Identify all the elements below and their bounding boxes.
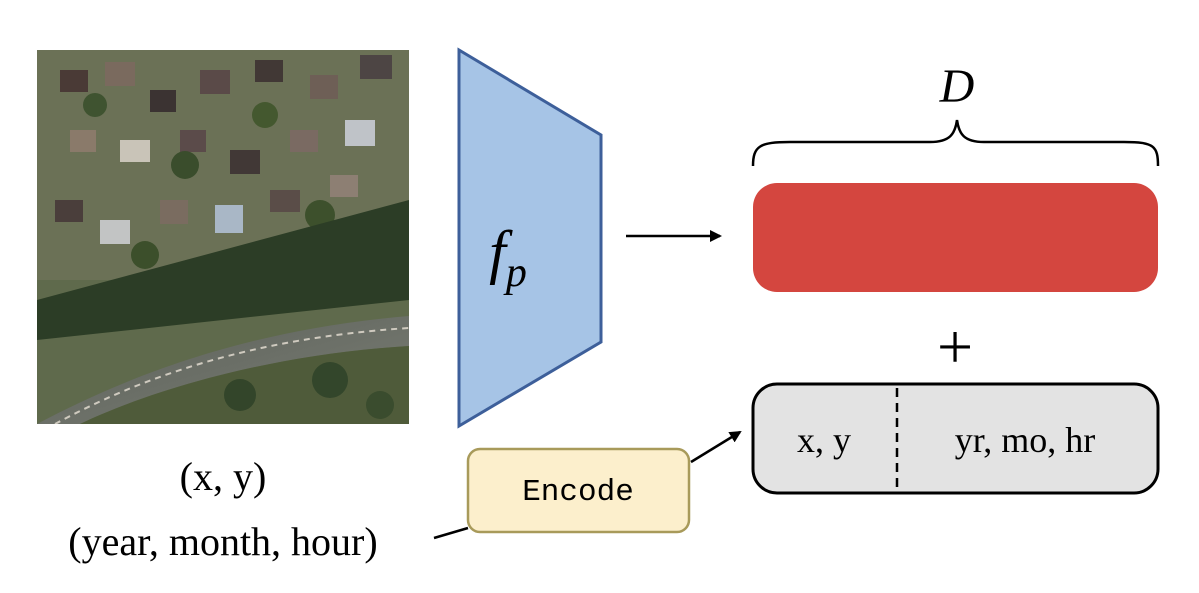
embedding-vector — [753, 183, 1158, 292]
input-coords-label: (x, y) — [180, 454, 267, 499]
plus-sign: + — [937, 311, 973, 382]
brace-icon — [751, 119, 1160, 167]
encode-label: Encode — [522, 475, 634, 510]
metadata-vector-box — [751, 382, 1160, 495]
metadata-location-label: x, y — [797, 420, 851, 460]
input-time-label: (year, month, hour) — [68, 519, 377, 564]
forest-band — [37, 200, 409, 340]
metadata-time-label: yr, mo, hr — [955, 420, 1096, 460]
metadata-vector: x, y yr, mo, hr — [751, 382, 1160, 495]
encode-block: Encode — [466, 447, 691, 534]
encode-box — [466, 447, 691, 534]
road — [37, 316, 409, 424]
dimension-label: D — [939, 60, 975, 113]
satellite-image — [37, 50, 409, 424]
encoder-block: fp — [457, 47, 603, 429]
dimension-brace: D — [751, 60, 1160, 167]
encoder-trapezoid — [457, 47, 603, 429]
connector-input-to-encode — [433, 526, 469, 540]
arrow-encode-to-metadata — [690, 430, 742, 464]
road-markings — [54, 327, 409, 424]
